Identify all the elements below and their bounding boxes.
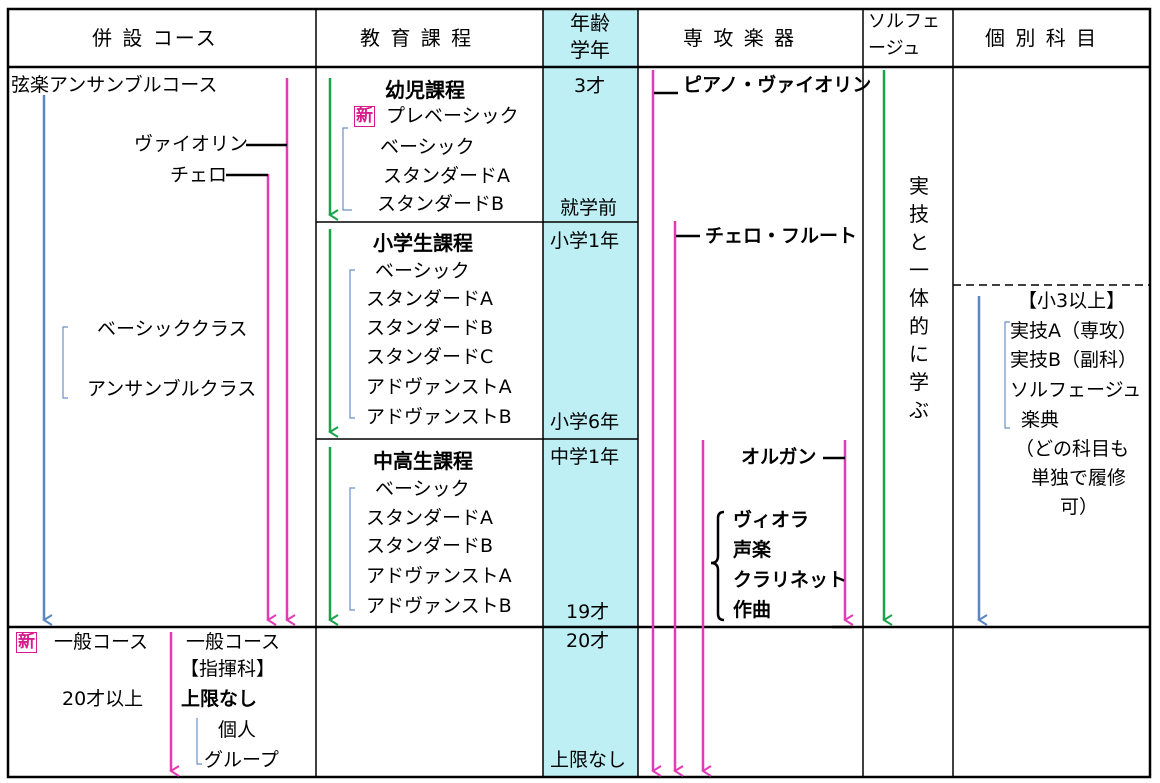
individual-item: ソルフェージュ bbox=[1010, 379, 1142, 401]
individual-note: （どの科目も bbox=[1015, 438, 1130, 460]
major-other-item: 作曲 bbox=[733, 599, 772, 621]
new-badge: 新 bbox=[354, 106, 375, 127]
age-19: 19才 bbox=[566, 601, 610, 623]
individual-note: 可） bbox=[1060, 496, 1099, 518]
general-course-conductor: 一般コース bbox=[186, 631, 281, 653]
strings-ensemble-course: 弦楽アンサンブルコース bbox=[11, 74, 218, 96]
elementary-item: アドヴァンストB bbox=[366, 406, 512, 428]
new-badge: 新 bbox=[16, 632, 37, 653]
major-organ: オルガン bbox=[741, 446, 817, 468]
secondary-item: アドヴァンストB bbox=[366, 595, 512, 617]
individual-note: 単独で履修 bbox=[1031, 467, 1127, 489]
age-junior-1: 中学1年 bbox=[550, 446, 620, 468]
age-20: 20才 bbox=[566, 630, 610, 652]
elementary-item: スタンダードC bbox=[366, 346, 494, 368]
ensemble-class: アンサンブルクラス bbox=[87, 378, 257, 400]
major-piano-violin: ピアノ・ヴァイオリン bbox=[683, 74, 872, 96]
header-solfege-line1: ソルフェ bbox=[868, 11, 940, 32]
general-age-20: 20才以上 bbox=[62, 688, 144, 710]
major-cello-flute: チェロ・フルート bbox=[705, 225, 858, 247]
secondary-item: ベーシック bbox=[375, 478, 470, 500]
infant-item: ベーシック bbox=[380, 136, 475, 158]
elementary-item: アドヴァンストA bbox=[366, 376, 512, 398]
age-elementary-6: 小学6年 bbox=[550, 411, 620, 433]
age-preschool: 就学前 bbox=[560, 197, 618, 219]
header-course: 併 設 コース bbox=[92, 26, 218, 50]
header-individual: 個 別 科 目 bbox=[985, 26, 1099, 50]
secondary-item: スタンダードA bbox=[366, 507, 493, 529]
infant-course-title: 幼児課程 bbox=[385, 78, 465, 102]
elementary-course-title: 小学生課程 bbox=[373, 231, 473, 255]
individual-item: 実技B（副科） bbox=[1010, 349, 1138, 371]
header-curriculum: 教 育 課 程 bbox=[360, 26, 474, 50]
age-elementary-1: 小学1年 bbox=[550, 230, 620, 252]
course-violin: ヴァイオリン bbox=[134, 133, 249, 155]
course-cello: チェロ bbox=[170, 164, 228, 186]
secondary-item: スタンダードB bbox=[366, 535, 494, 557]
secondary-item: アドヴァンストA bbox=[366, 565, 512, 587]
infant-item: プレベーシック bbox=[386, 105, 519, 127]
general-private: 個人 bbox=[218, 719, 257, 741]
individual-item: 楽典 bbox=[1021, 409, 1060, 431]
elementary-item: ベーシック bbox=[375, 260, 470, 282]
major-other-item: クラリネット bbox=[733, 569, 848, 591]
age-column-fill bbox=[543, 9, 638, 777]
table-border bbox=[6, 7, 1152, 779]
secondary-course-title: 中高生課程 bbox=[373, 449, 473, 473]
infant-item: スタンダードA bbox=[383, 165, 510, 187]
elementary-item: スタンダードA bbox=[366, 288, 493, 310]
general-group: グループ bbox=[204, 749, 279, 771]
individual-grade3-title: 【小3以上】 bbox=[1018, 290, 1126, 312]
elementary-item: スタンダードB bbox=[366, 317, 494, 339]
infant-item: スタンダードB bbox=[377, 193, 505, 215]
conductor-label: 【指揮科】 bbox=[180, 658, 276, 680]
major-other-item: ヴィオラ bbox=[733, 509, 810, 531]
general-course: 一般コース bbox=[54, 631, 149, 653]
header-major: 専 攻 楽 器 bbox=[683, 26, 797, 50]
major-other-item: 声楽 bbox=[733, 539, 772, 561]
header-age-line1: 年齢 bbox=[570, 11, 610, 35]
solfege-integrated-text: 実技と一体的に学ぶ bbox=[909, 174, 929, 422]
age-no-limit: 上限なし bbox=[550, 749, 627, 771]
basic-class: ベーシッククラス bbox=[97, 318, 248, 340]
individual-item: 実技A（専攻） bbox=[1010, 320, 1137, 342]
header-age-line2: 学年 bbox=[570, 38, 610, 62]
general-no-limit: 上限なし bbox=[181, 688, 258, 710]
age-3: 3才 bbox=[574, 75, 606, 97]
header-solfege-line2: ージュ bbox=[868, 38, 921, 59]
